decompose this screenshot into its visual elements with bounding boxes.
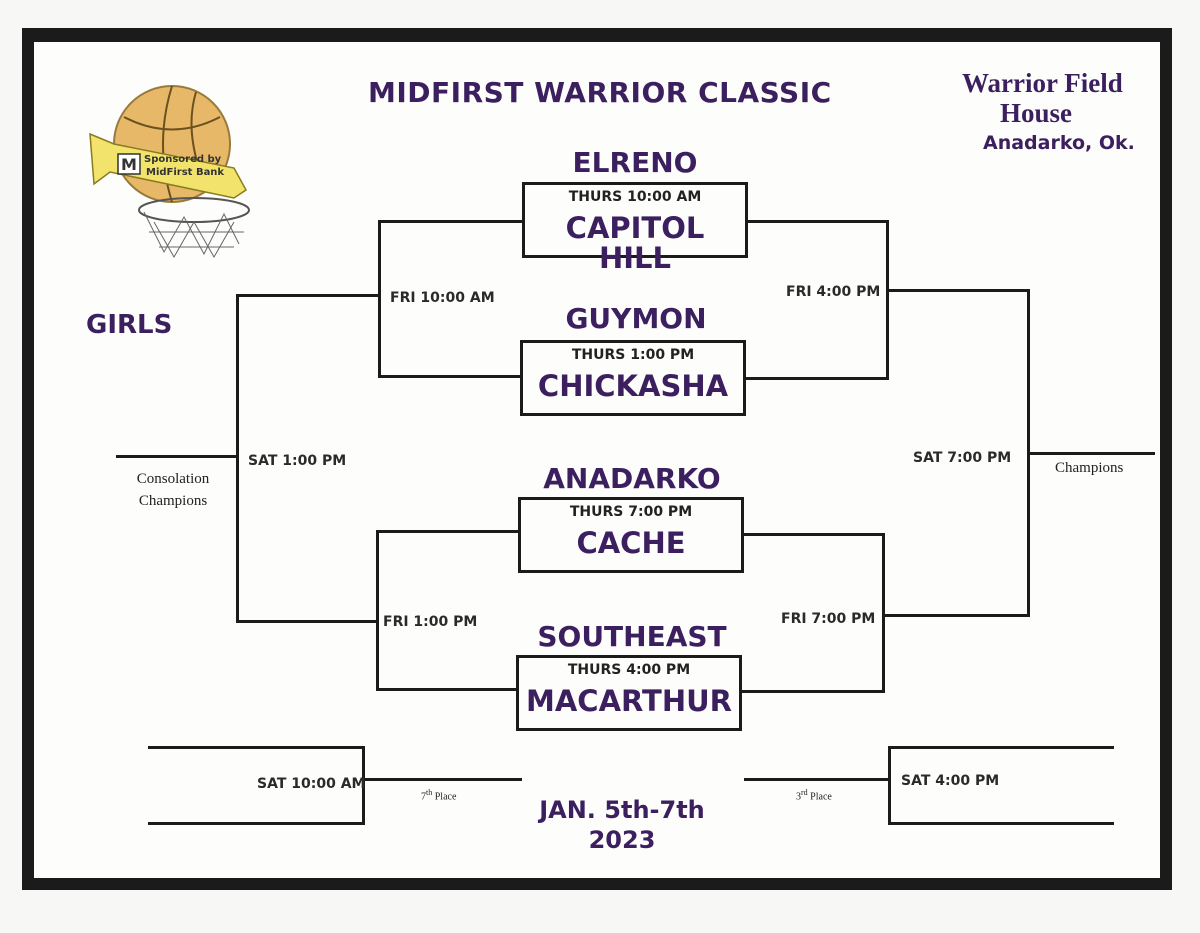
game-time: THURS 4:00 PM [567,662,691,678]
bracket-line [364,778,522,781]
bracket-line [376,530,379,691]
team-guymon: GUYMON [565,302,707,335]
dates-line2: 2023 [588,826,656,854]
bracket-line [886,289,1030,292]
time-fri-10am: FRI 10:00 AM [390,290,495,306]
bracket-line [236,294,239,623]
team-capitol-hill: CAPITOL HILL [565,211,705,275]
bracket-line [882,533,885,693]
game-box-4: THURS 4:00 PM MACARTHUR [516,655,742,731]
basketball-logo: M Sponsored by MidFirst Bank [89,85,250,259]
bracket-line [886,220,889,380]
bracket-line [116,455,238,458]
seventh-num: 7 [421,791,426,803]
logo-sponsor-line1: Sponsored by [144,154,222,165]
logo-sponsor-line2: MidFirst Bank [146,167,224,178]
champions-label: Champions [1055,460,1124,476]
third-place-label: 3rd Place [796,788,832,802]
time-sat-10am: SAT 10:00 AM [257,776,366,792]
venue-line1: Warrior Field [962,68,1123,98]
bracket-line [148,746,364,749]
consolation-champions-label: Consolation Champions [128,468,218,512]
game-box-2: THURS 1:00 PM CHICKASHA [520,340,746,416]
bracket-line [890,746,1114,749]
tournament-title: MIDFIRST WARRIOR CLASSIC [368,76,832,109]
team-macarthur: MACARTHUR [526,684,732,718]
team-southeast: SOUTHEAST [537,620,727,653]
time-fri-1pm: FRI 1:00 PM [383,614,478,630]
time-fri-7pm: FRI 7:00 PM [781,611,876,627]
bracket-line [378,375,522,378]
bracket-line [740,690,884,693]
bracket-line [742,533,884,536]
game-box-3: THURS 7:00 PM CACHE [518,497,744,573]
seventh-place-label: 7th Place [421,788,456,802]
third-rest: Place [807,791,832,803]
time-sat-4pm: SAT 4:00 PM [901,773,1000,789]
game-time: THURS 1:00 PM [571,347,695,363]
game-time: THURS 10:00 AM [568,189,702,205]
seventh-rest: Place [432,791,457,803]
tournament-dates: JAN. 5th-7th 2023 [532,795,712,855]
consolation-line1: Consolation [136,471,210,487]
consolation-line2: Champions [138,493,208,509]
bracket-line [376,530,520,533]
bracket-line [362,746,365,825]
third-num: 3 [796,791,801,803]
seventh-sup: th [426,788,433,797]
bracket-line [744,778,890,781]
time-fri-4pm: FRI 4:00 PM [786,284,881,300]
bracket-line [378,220,381,378]
bracket-line [148,822,364,825]
bracket-line [744,377,888,380]
venue-line2: House [1000,98,1073,128]
venue-city: Anadarko, Ok. [983,132,1135,154]
logo-mark: M [121,155,137,174]
bracket-line [236,620,378,623]
team-elreno: ELRENO [572,146,698,179]
game-box-1: THURS 10:00 AM CAPITOL HILL [522,182,748,273]
team-anadarko: ANADARKO [543,462,721,495]
bracket-line [888,746,891,825]
third-sup: rd [801,788,808,797]
bracket-line [236,294,380,297]
game-time: THURS 7:00 PM [569,504,693,520]
bracket-line [378,220,524,223]
bracket-line [376,688,518,691]
dates-line1: JAN. 5th-7th [539,796,705,824]
bracket-line [882,614,1030,617]
team-chickasha: CHICKASHA [537,369,729,403]
bracket-line [746,220,888,223]
division-label: GIRLS [86,310,173,340]
team-cache: CACHE [576,526,686,560]
time-sat-1pm: SAT 1:00 PM [248,453,347,469]
time-sat-7pm: SAT 7:00 PM [913,450,1012,466]
bracket-line [1027,452,1155,455]
bracket-line [890,822,1114,825]
